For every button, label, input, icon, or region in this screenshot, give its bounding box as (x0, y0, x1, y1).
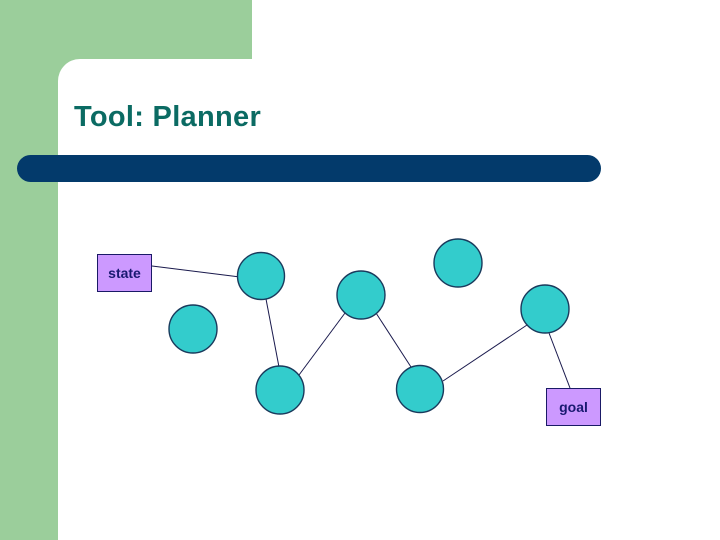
graph-edge (375, 312, 412, 368)
graph-edge-layer (151, 265, 571, 389)
goal-label-box: goal (546, 388, 601, 426)
graph-node-circle (255, 365, 305, 415)
green-sidebar-band (0, 0, 58, 540)
graph-node-circle (520, 284, 570, 334)
graph-node-circle (336, 270, 386, 320)
graph-edge (265, 298, 280, 368)
graph-edge (151, 265, 241, 278)
page-title: Tool: Planner (74, 101, 262, 133)
rounded-corner-notch (58, 59, 80, 81)
graph-node-circle (433, 238, 483, 288)
graph-edge (442, 324, 528, 382)
graph-node-layer (168, 238, 570, 415)
graph-node-circle (395, 364, 445, 414)
graph-node-circle (236, 251, 286, 301)
title-underline-bar (17, 155, 601, 182)
green-top-band (0, 0, 252, 59)
graph-edge (548, 332, 571, 389)
graph-edge (298, 312, 346, 376)
graph-node-circle (168, 304, 218, 354)
state-label-box: state (97, 254, 152, 292)
